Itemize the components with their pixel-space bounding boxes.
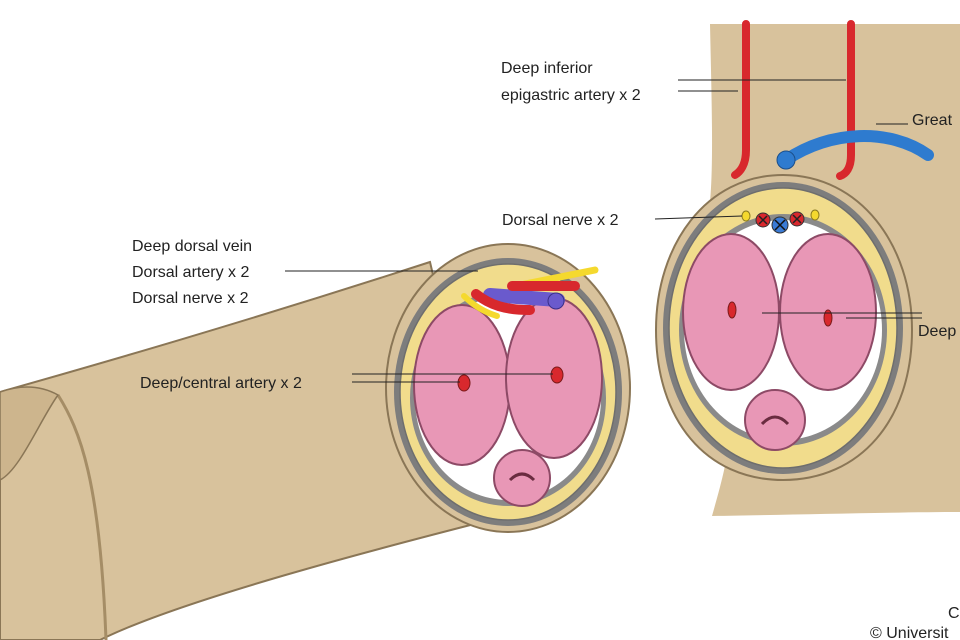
deep-inferior-epigastric-left-vessel	[731, 20, 750, 179]
dorsal-nerve-right-a	[741, 210, 751, 222]
dorsal-nerve-left-yellow-b	[461, 293, 500, 319]
shaft-left	[0, 260, 492, 640]
cross-section-left	[385, 243, 631, 533]
label-deep-central-artery: Deep/central artery x 2	[140, 375, 302, 392]
deep-inferior-epigastric-right-vessel	[836, 20, 855, 180]
label-credit-2: © Universit	[870, 625, 949, 640]
leader-dorsal-nerve-right	[654, 215, 743, 220]
dorsal-artery-left-red-b	[471, 289, 535, 315]
deep-artery-left-b	[550, 366, 564, 384]
urethra-right	[760, 415, 790, 426]
deep-artery-left-a	[457, 374, 471, 392]
dorsal-vein-left-purple	[483, 288, 565, 307]
label-dorsal-nerve-right: Dorsal nerve x 2	[502, 212, 619, 229]
dorsal-vein-left-end	[547, 292, 565, 310]
dorsal-artery-cross-a	[758, 215, 768, 225]
glans-ridge	[56, 394, 108, 640]
glans-tip	[0, 386, 60, 481]
label-credit-1: C	[948, 605, 960, 622]
cross-section-right	[654, 173, 914, 482]
label-great: Great	[912, 112, 953, 129]
deep-dorsal-vein-cross	[774, 219, 786, 231]
label-dorsal-artery: Dorsal artery x 2	[132, 264, 249, 281]
deep-artery-right-a	[727, 301, 737, 319]
dorsal-nerve-right-b	[810, 209, 820, 221]
deep-artery-right-b	[823, 309, 833, 327]
dorsal-artery-cross-b	[792, 214, 802, 224]
corpus-spongiosum-right	[744, 389, 806, 451]
label-dorsal-nerve-left: Dorsal nerve x 2	[132, 290, 249, 307]
label-deep-dorsal-vein: Deep dorsal vein	[132, 238, 252, 255]
label-deep-inferior-1: Deep inferior	[501, 60, 593, 77]
urethra-left	[508, 472, 536, 482]
leader-lines	[285, 79, 922, 383]
great-saphenous-vein	[780, 130, 934, 166]
great-saphenous-vein-end	[776, 150, 796, 170]
label-deep-right: Deep	[918, 323, 956, 340]
labels: Deep inferior epigastric artery x 2 Grea…	[132, 60, 960, 640]
label-deep-inferior-2: epigastric artery x 2	[501, 87, 641, 104]
corpus-spongiosum-left	[493, 449, 551, 507]
